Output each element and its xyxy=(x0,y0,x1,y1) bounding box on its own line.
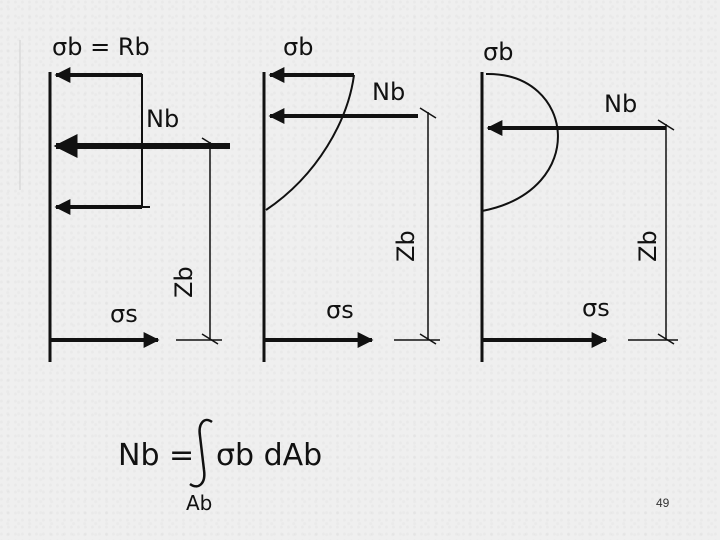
stress-curve xyxy=(265,74,355,211)
force-label: Nb xyxy=(604,90,637,118)
steel-stress-label: σs xyxy=(582,294,610,322)
top-stress-label: σb = Rb xyxy=(52,33,150,61)
diagram-triangular: σb Nb Zb σs xyxy=(262,33,440,362)
diagram-parabolic: σb Nb Zb σs xyxy=(480,38,678,362)
stress-block-outline xyxy=(58,74,150,208)
top-stress-label: σb xyxy=(483,38,513,66)
formula-limit: Ab xyxy=(186,491,212,515)
lever-tick-top xyxy=(419,107,437,119)
page-number: 49 xyxy=(656,496,670,510)
integral-formula: Nb = σb dAb Ab xyxy=(118,418,322,515)
formula-lhs: Nb = xyxy=(118,438,194,473)
steel-stress-label: σs xyxy=(110,300,138,328)
steel-stress-label: σs xyxy=(326,296,354,324)
lever-tick-top xyxy=(201,137,219,149)
formula-integrand: σb dAb xyxy=(216,438,322,473)
lever-arm-label: Zb xyxy=(634,230,662,262)
stress-curve xyxy=(481,72,559,212)
force-label: Nb xyxy=(146,105,179,133)
lever-tick-bottom xyxy=(657,333,675,345)
force-label: Nb xyxy=(372,78,405,106)
diagram-rectangular: σb = Rb Nb Zb σs xyxy=(48,33,230,362)
lever-tick-bottom xyxy=(201,333,219,345)
top-stress-label: σb xyxy=(283,33,313,61)
lever-tick-top xyxy=(657,119,675,131)
integral-sign xyxy=(189,418,213,488)
lever-arm-label: Zb xyxy=(170,266,198,298)
lever-tick-bottom xyxy=(419,333,437,345)
lever-arm-label: Zb xyxy=(392,230,420,262)
